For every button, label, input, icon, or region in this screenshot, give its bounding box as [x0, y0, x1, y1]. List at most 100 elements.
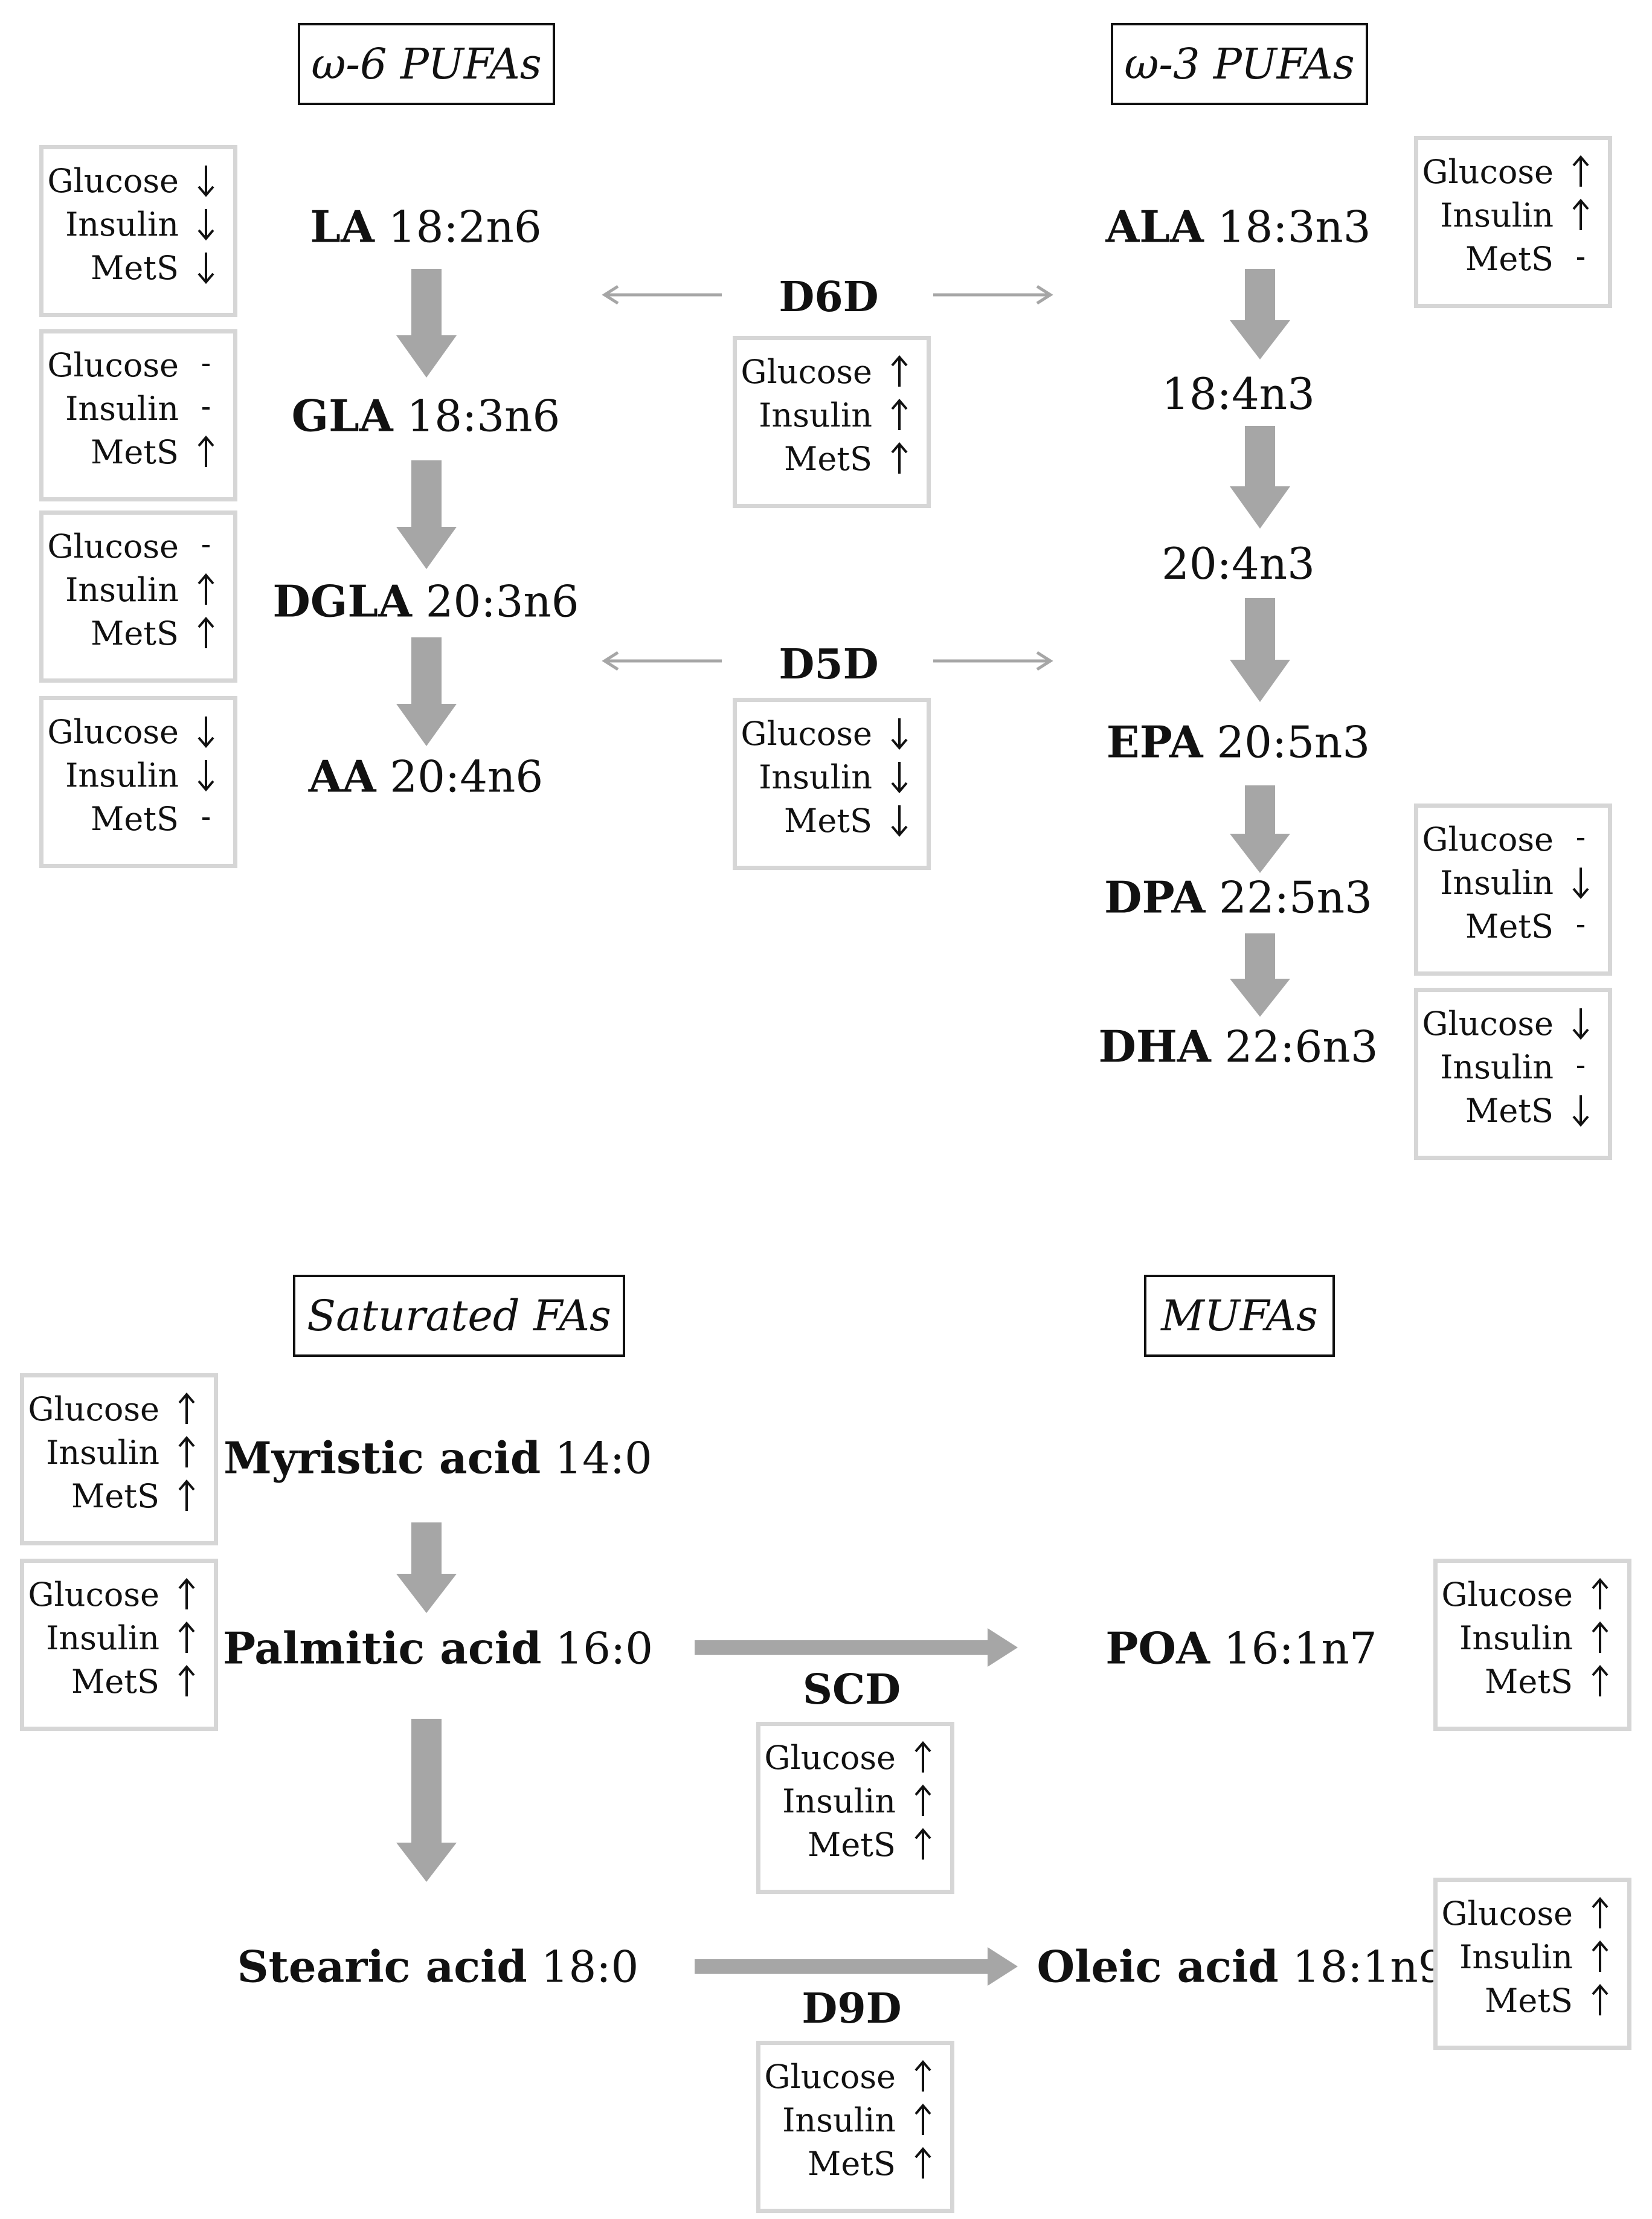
node-palmitic: Palmitic acid 16:0: [222, 1622, 654, 1674]
up-arrow-icon: [909, 2104, 937, 2136]
thin-arrow-d6d-left: [602, 285, 722, 305]
node-stearic: Stearic acid 18:0: [237, 1940, 639, 1992]
effect-label-mets: MetS: [1485, 1981, 1573, 2020]
up-arrow-icon: [173, 1480, 201, 1512]
effect-row-insulin: Insulin: [737, 393, 913, 437]
effect-label-glucose: Glucose: [764, 2057, 896, 2096]
up-arrow-icon: [173, 1578, 201, 1611]
down-arrow-icon: [192, 715, 220, 748]
up-arrow-icon: [1567, 199, 1595, 231]
node-ala: ALA 18:3n3: [1105, 201, 1371, 253]
effect-row-insulin: Insulin: [43, 568, 220, 611]
effect-label-insulin: Insulin: [65, 205, 179, 243]
effect-label-insulin: Insulin: [1459, 1937, 1573, 1976]
effect-label-insulin: Insulin: [759, 758, 872, 796]
arrow-18-4n3-to-20-4n3: [1230, 426, 1290, 529]
effect-row-mets: MetS: [1418, 237, 1595, 280]
node-epa: EPA 20:5n3: [1106, 716, 1371, 768]
down-arrow-icon: [1567, 866, 1595, 899]
effect-label-glucose: Glucose: [1422, 1004, 1554, 1043]
effect-row-insulin: Insulin: [1418, 861, 1595, 904]
dash-icon: [1567, 823, 1595, 855]
effect-row-glucose: Glucose: [1418, 817, 1595, 861]
down-arrow-icon: [1567, 1007, 1595, 1040]
effect-label-glucose: Glucose: [47, 527, 179, 565]
effect-label-mets: MetS: [91, 433, 179, 471]
up-arrow-icon: [1586, 1940, 1614, 1973]
effect-row-glucose: Glucose: [760, 2055, 937, 2098]
node-18-4n3: 18:4n3: [1162, 369, 1315, 419]
effect-label-glucose: Glucose: [1422, 152, 1554, 191]
effect-label-glucose: Glucose: [1422, 820, 1554, 858]
thin-arrow-d6d-right: [933, 285, 1053, 305]
effect-label-mets: MetS: [71, 1477, 159, 1515]
effect-row-mets: MetS: [43, 430, 220, 474]
effect-label-mets: MetS: [1465, 239, 1554, 278]
effect-row-mets: MetS: [1438, 1979, 1614, 2022]
effect-label-mets: MetS: [784, 439, 872, 478]
effect-row-glucose: Glucose: [1418, 1002, 1595, 1045]
effect-label-glucose: Glucose: [47, 346, 179, 384]
mufa-header: MUFAs: [1144, 1275, 1335, 1357]
effect-row-glucose: Glucose: [1438, 1573, 1614, 1616]
up-arrow-icon: [909, 2147, 937, 2180]
effect-label-insulin: Insulin: [1440, 863, 1554, 902]
enzyme-d5d: D5D: [779, 640, 879, 689]
effect-row-insulin: Insulin: [737, 755, 913, 799]
up-arrow-icon: [1586, 1984, 1614, 2017]
node-oleic: Oleic acid 18:1n9: [1037, 1940, 1446, 1992]
effect-row-insulin: Insulin: [43, 387, 220, 430]
down-arrow-icon: [1567, 1094, 1595, 1127]
effect-row-glucose: Glucose: [24, 1387, 201, 1431]
effect-row-glucose: Glucose: [737, 712, 913, 755]
up-arrow-icon: [885, 399, 913, 431]
effect-row-mets: MetS: [1418, 1089, 1595, 1132]
effect-row-mets: MetS: [43, 611, 220, 655]
effect-label-insulin: Insulin: [782, 2101, 896, 2139]
effect-label-mets: MetS: [1485, 1662, 1573, 1701]
dash-icon: [1567, 910, 1595, 942]
up-arrow-icon: [885, 442, 913, 475]
up-arrow-icon: [173, 1622, 201, 1654]
effect-label-glucose: Glucose: [47, 712, 179, 751]
up-arrow-icon: [192, 436, 220, 468]
effect-row-mets: MetS: [24, 1660, 201, 1703]
node-20-4n3: 20:4n3: [1162, 538, 1315, 589]
effect-row-insulin: Insulin: [1438, 1616, 1614, 1660]
effect-label-glucose: Glucose: [764, 1738, 896, 1777]
effect-row-mets: MetS: [1438, 1660, 1614, 1703]
effect-row-insulin: Insulin: [43, 202, 220, 246]
arrow-stearic-to-oleic: [695, 1947, 1018, 1986]
node-gla: GLA 18:3n6: [291, 390, 561, 442]
effect-label-insulin: Insulin: [65, 389, 179, 428]
down-arrow-icon: [192, 759, 220, 791]
effect-label-mets: MetS: [808, 1825, 896, 1864]
up-arrow-icon: [909, 2060, 937, 2093]
effect-row-mets: MetS: [43, 246, 220, 289]
down-arrow-icon: [885, 717, 913, 750]
enzyme-d6d: D6D: [779, 273, 879, 321]
effect-label-glucose: Glucose: [47, 161, 179, 200]
node-dha: DHA 22:6n3: [1098, 1020, 1378, 1072]
dash-icon: [192, 530, 220, 562]
effect-label-mets: MetS: [91, 799, 179, 838]
effect-label-mets: MetS: [808, 2144, 896, 2183]
node-myristic: Myristic acid 14:0: [223, 1432, 652, 1484]
effect-label-insulin: Insulin: [65, 570, 179, 609]
effect-row-glucose: Glucose: [760, 1736, 937, 1779]
down-arrow-icon: [192, 164, 220, 197]
omega3-header: ω-3 PUFAs: [1111, 23, 1368, 105]
effect-label-insulin: Insulin: [65, 756, 179, 794]
node-la: LA 18:2n6: [310, 201, 542, 253]
dash-icon: [192, 802, 220, 835]
arrow-palmitic-to-poa: [695, 1628, 1018, 1667]
node-poa: POA 16:1n7: [1105, 1622, 1377, 1674]
effect-label-glucose: Glucose: [28, 1390, 159, 1428]
effect-label-mets: MetS: [1465, 907, 1554, 945]
effect-row-mets: MetS: [24, 1474, 201, 1518]
arrow-dgla-to-aa: [396, 637, 457, 746]
